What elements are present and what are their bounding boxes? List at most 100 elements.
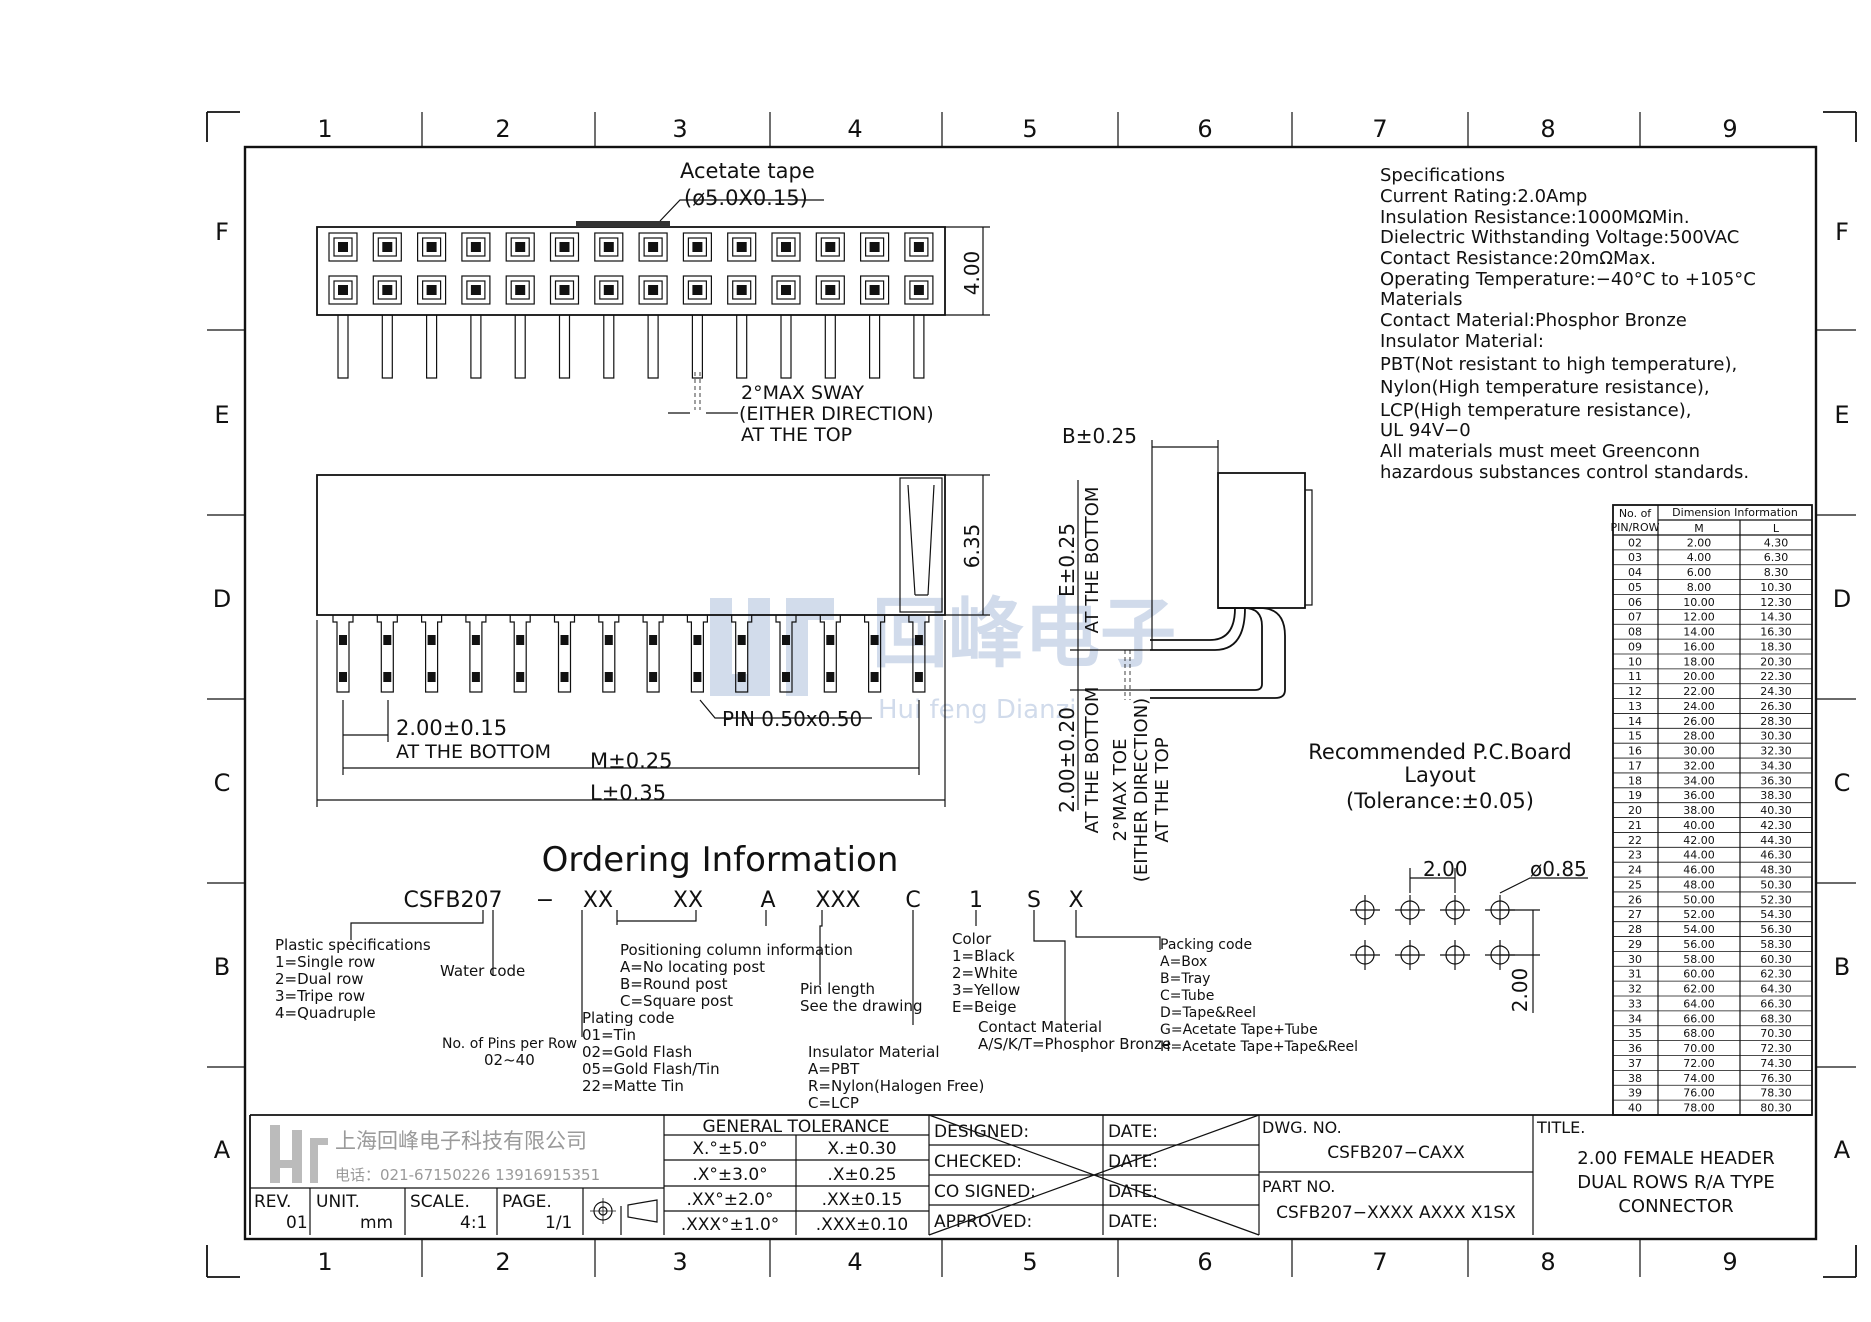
row-label-left: C: [214, 769, 231, 797]
projection-symbol-icon: [590, 1198, 658, 1224]
column-label-top: 9: [1722, 115, 1737, 143]
top-pin: [558, 315, 571, 379]
sign-label: CHECKED:: [934, 1152, 1022, 1172]
table-cell-m: 2.00: [1687, 536, 1712, 549]
table-cell-l: 58.30: [1760, 938, 1792, 951]
contact-cell: [638, 275, 668, 305]
table-cell-pins: 17: [1628, 759, 1642, 772]
table-cell-l: 32.30: [1760, 745, 1792, 758]
color-code: 3=Yellow: [952, 981, 1020, 999]
insulator-material: C=LCP: [808, 1094, 859, 1112]
table-cell-pins: 33: [1628, 997, 1642, 1010]
date-label: DATE:: [1108, 1152, 1158, 1172]
tolerance-angle: X.°±5.0°: [692, 1139, 767, 1159]
table-cell-pins: 10: [1628, 655, 1642, 668]
ordering-title: Ordering Information: [542, 840, 899, 880]
table-col-m: M: [1694, 522, 1704, 535]
table-cell-l: 14.30: [1760, 611, 1792, 624]
contact-cell: [417, 232, 447, 262]
spec-line: All materials must meet Greenconn: [1380, 441, 1700, 462]
side-pin: [731, 615, 753, 693]
contact-cell: [372, 232, 402, 262]
table-cell-pins: 40: [1628, 1102, 1642, 1115]
table-cell-m: 30.00: [1683, 745, 1715, 758]
side-view-housing: [316, 474, 946, 616]
side-pin: [819, 615, 841, 693]
contact-cell: [859, 275, 890, 305]
side-pin: [775, 615, 797, 693]
spec-line: UL 94V−0: [1380, 420, 1471, 441]
code-part: XX: [673, 888, 703, 913]
code-part: C: [905, 888, 920, 913]
table-cell-m: 38.00: [1683, 804, 1715, 817]
table-cell-m: 54.00: [1683, 923, 1715, 936]
table-cell-l: 56.30: [1760, 923, 1792, 936]
column-label-top: 8: [1540, 115, 1555, 143]
title-line-3: CONNECTOR: [1618, 1196, 1733, 1217]
title-line-2: DUAL ROWS R/A TYPE: [1577, 1172, 1775, 1193]
column-label-bottom: 9: [1722, 1248, 1737, 1276]
pcb-layout: Recommended P.C.Board Layout (Tolerance:…: [1308, 740, 1588, 1013]
color-code: Color: [952, 930, 992, 948]
table-cell-pins: 15: [1628, 730, 1642, 743]
sway-line-3: AT THE TOP: [741, 424, 852, 446]
pitch-dimension: 2.00±0.15: [396, 716, 507, 740]
contact-cell: [727, 232, 757, 262]
top-pin: [869, 315, 881, 379]
table-cell-m: 40.00: [1683, 819, 1715, 832]
table-cell-l: 46.30: [1760, 849, 1792, 862]
row-label-right: C: [1834, 769, 1851, 797]
table-cell-pins: 28: [1628, 923, 1642, 936]
spec-line: Insulator Material:: [1380, 331, 1544, 352]
table-cell-l: 40.30: [1760, 804, 1792, 817]
spec-line: PBT(Not resistant to high temperature),: [1380, 354, 1737, 375]
pcb-title-3: (Tolerance:±0.05): [1346, 789, 1534, 813]
rev-value: 01: [286, 1213, 308, 1233]
sign-label: CO SIGNED:: [934, 1182, 1036, 1202]
table-cell-l: 8.30: [1764, 566, 1789, 579]
table-cell-pins: 07: [1628, 611, 1642, 624]
plating-code: 01=Tin: [582, 1026, 636, 1044]
table-cell-l: 38.30: [1760, 789, 1792, 802]
spec-line: hazardous substances control standards.: [1380, 462, 1749, 483]
table-cell-pins: 30: [1628, 953, 1642, 966]
table-cell-l: 78.30: [1760, 1087, 1792, 1100]
row-label-left: A: [214, 1136, 231, 1164]
pcb-pitch-dimension: 2.00: [1423, 857, 1468, 881]
table-cell-m: 50.00: [1683, 893, 1715, 906]
top-pin: [337, 315, 349, 379]
column-label-bottom: 4: [847, 1248, 862, 1276]
column-label-bottom: 7: [1372, 1248, 1387, 1276]
table-cell-pins: 22: [1628, 834, 1642, 847]
positioning-info: B=Round post: [620, 975, 728, 993]
tolerance-linear: X.±0.30: [827, 1139, 896, 1159]
contact-cell: [372, 275, 402, 305]
contact-cell: [682, 232, 713, 262]
code-part: XXX: [815, 888, 860, 913]
row-label-right: B: [1834, 953, 1850, 981]
scale-label: SCALE.: [410, 1192, 470, 1212]
table-cell-m: 46.00: [1683, 864, 1715, 877]
table-cell-m: 24.00: [1683, 700, 1715, 713]
column-label-top: 5: [1022, 115, 1037, 143]
insulator-material: R=Nylon(Halogen Free): [808, 1077, 984, 1095]
packing-code: H=Acetate Tape+Tape&Reel: [1160, 1039, 1358, 1055]
spec-line: Nylon(High temperature resistance),: [1380, 377, 1710, 398]
table-cell-l: 36.30: [1760, 774, 1792, 787]
row-label-left: B: [214, 953, 230, 981]
table-cell-pins: 03: [1628, 551, 1642, 564]
contact-cell: [505, 275, 535, 305]
right-angle-view: B±0.25 E±0.25 AT THE BOTTOM 2.00±0.20 AT…: [1055, 424, 1313, 882]
table-cell-m: 66.00: [1683, 1012, 1715, 1025]
table-cell-pins: 11: [1628, 670, 1642, 683]
color-code: 2=White: [952, 964, 1018, 982]
date-label: DATE:: [1108, 1122, 1158, 1142]
table-cell-l: 50.30: [1760, 878, 1792, 891]
ra-housing: [1217, 472, 1306, 609]
table-cell-m: 48.00: [1683, 878, 1715, 891]
table-cell-m: 62.00: [1683, 983, 1715, 996]
tolerance-title: GENERAL TOLERANCE: [702, 1117, 889, 1137]
table-cell-pins: 27: [1628, 908, 1642, 921]
table-cell-l: 18.30: [1760, 640, 1792, 653]
